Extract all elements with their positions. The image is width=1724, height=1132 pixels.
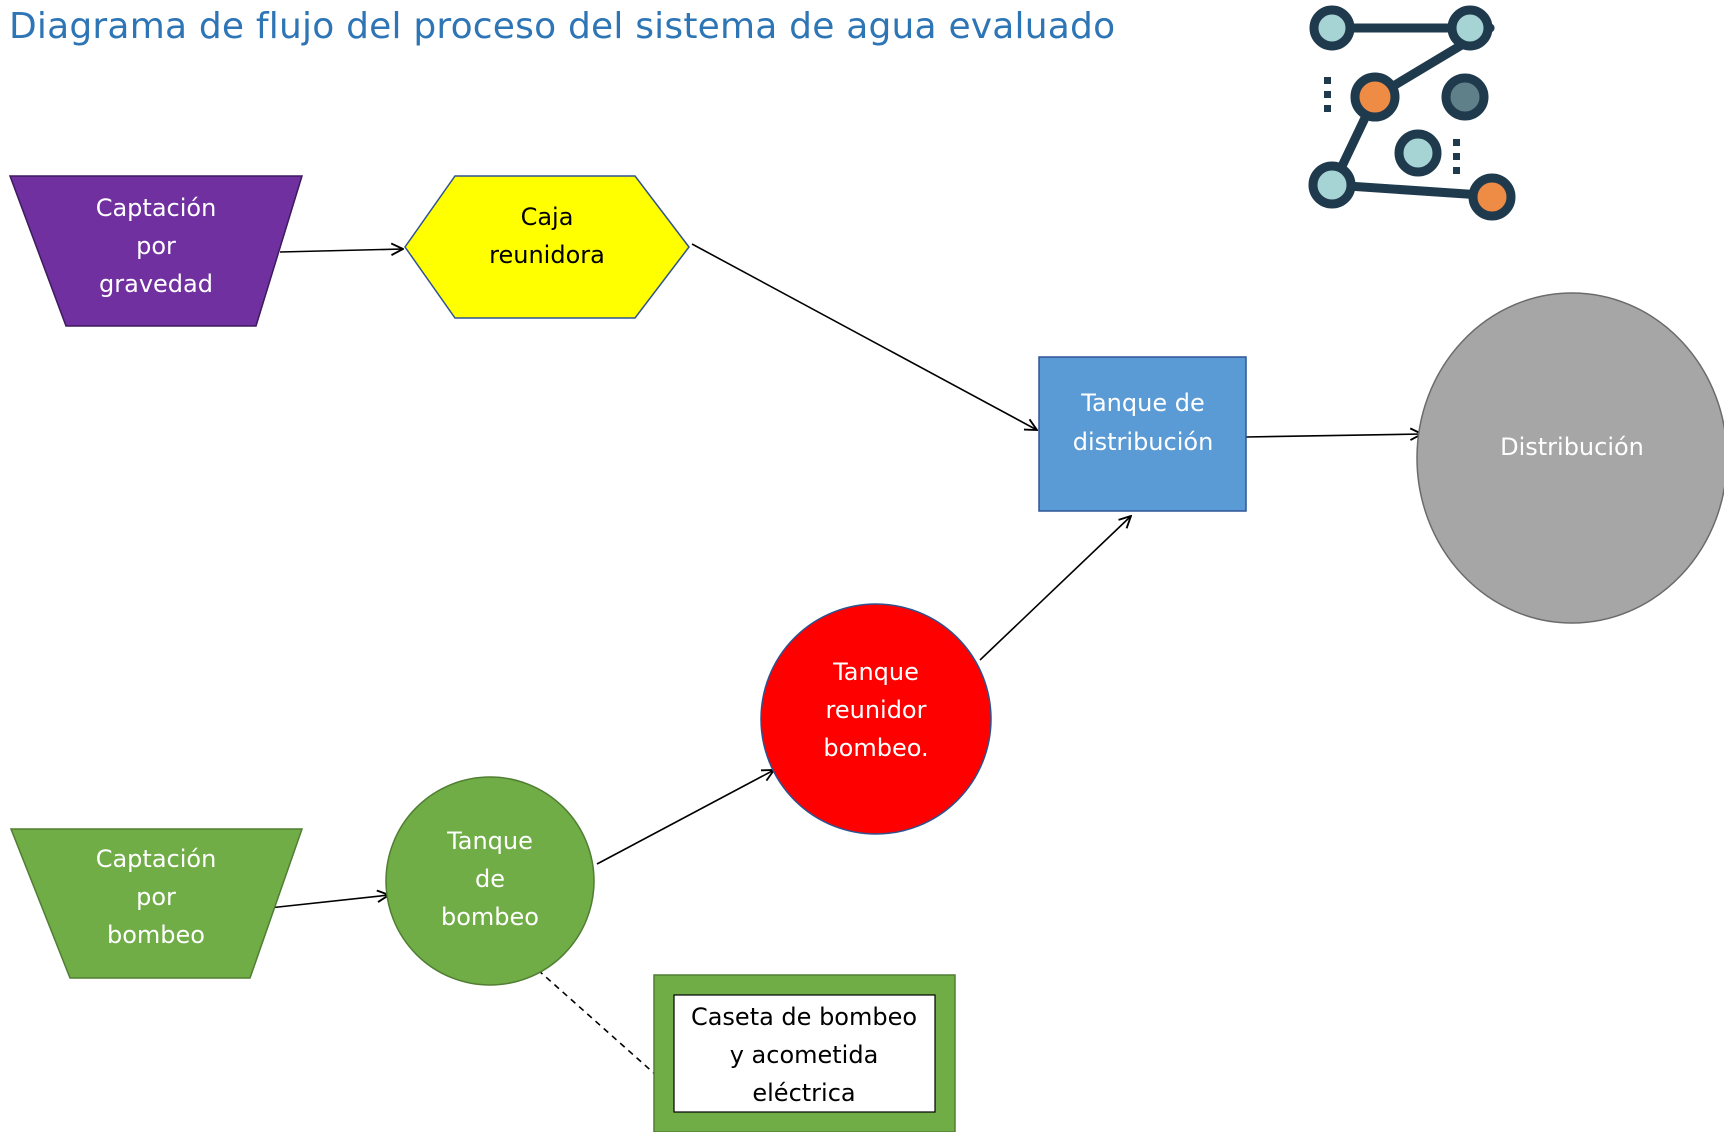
gravity-intake-shape [8, 175, 304, 327]
logo-dot [1453, 153, 1460, 160]
node-pump-tank: Tanque de bombeo [385, 776, 595, 986]
dashed-link-pump-tank-to-pump-house [537, 969, 657, 1076]
pumping-collector-tank-label-line: Tanque [832, 658, 919, 686]
collector-box-label: Caja reunidora [489, 203, 605, 269]
node-network-icon [1308, 5, 1516, 221]
logo-dot [1453, 167, 1460, 174]
pumping-collector-tank-label-line: reunidor [826, 696, 927, 724]
distribution-tank-shape [1038, 356, 1247, 512]
pump-house-label-line: Caseta de bombeo [691, 1003, 917, 1031]
collector-box-shape [404, 175, 690, 319]
gravity-intake-label: Captación por gravedad [96, 194, 217, 298]
logo-node [1394, 129, 1442, 177]
logo-node [1308, 161, 1356, 209]
logo-node [1309, 5, 1355, 51]
pump-tank-shape [385, 776, 595, 986]
gravity-intake-label-line: Captación [96, 194, 217, 222]
pump-tank-label-line: Tanque [446, 827, 533, 855]
pumping-collector-tank-label-line: bombeo. [823, 734, 928, 762]
node-distribution: Distribución [1416, 292, 1724, 624]
pump-house-label: Caseta de bombeo y acometida eléctrica [691, 1003, 917, 1107]
node-collector-box: Caja reunidora [404, 175, 690, 319]
arrow-pump-intake-to-pump-tank [268, 895, 389, 909]
distribution-label: Distribución [1500, 433, 1644, 461]
pumping-collector-tank-shape [760, 603, 992, 835]
arrow-collector-box-to-distribution-tank [691, 243, 1037, 430]
distribution-tank-label-line: Tanque de [1080, 389, 1204, 417]
pump-tank-label: Tanque de bombeo [441, 827, 539, 931]
node-pumping-collector-tank: Tanque reunidor bombeo. [760, 603, 992, 835]
pump-intake-shape [9, 828, 304, 979]
pumping-collector-tank-label: Tanque reunidor bombeo. [823, 658, 928, 762]
node-pump-house: Caseta de bombeo y acometida eléctrica [653, 974, 956, 1132]
pump-house-label-line: y acometida [730, 1041, 879, 1069]
pump-tank-label-line: bombeo [441, 903, 539, 931]
node-distribution-tank: Tanque de distribución [1038, 356, 1247, 512]
pump-intake-label: Captación por bombeo [96, 845, 217, 949]
node-pump-intake: Captación por bombeo [9, 828, 304, 979]
gravity-intake-label-line: por [136, 232, 176, 260]
pump-house-inner [673, 994, 936, 1113]
arrow-distribution-tank-to-distribution [1245, 434, 1422, 437]
distribution-shape [1416, 292, 1724, 624]
node-gravity-intake: Captación por gravedad [8, 175, 304, 327]
arrow-gravity-to-collector-box [279, 249, 403, 252]
logo-node [1468, 173, 1516, 221]
pump-intake-label-line: por [136, 883, 176, 911]
distribution-tank-label-line: distribución [1073, 428, 1214, 456]
gravity-intake-label-line: gravedad [99, 270, 213, 298]
distribution-label-line: Distribución [1500, 433, 1644, 461]
logo-node [1447, 5, 1493, 51]
logo-dot [1324, 77, 1331, 84]
arrow-pump-tank-to-pumping-collector [596, 770, 774, 865]
logo-dot [1324, 105, 1331, 112]
pump-house-label-line: eléctrica [752, 1079, 855, 1107]
pump-intake-label-line: Captación [96, 845, 217, 873]
logo-node [1350, 72, 1400, 122]
collector-box-label-line: reunidora [489, 241, 605, 269]
pump-intake-label-line: bombeo [107, 921, 205, 949]
collector-box-label-line: Caja [521, 203, 574, 231]
arrow-pumping-collector-to-distribution-tank [979, 516, 1131, 661]
pump-tank-label-line: de [475, 865, 505, 893]
page-title: Diagrama de flujo del proceso del sistem… [9, 6, 1116, 47]
logo-node [1441, 73, 1489, 121]
logo-dot [1453, 139, 1460, 146]
distribution-tank-label: Tanque de distribución [1073, 389, 1214, 456]
logo-dot [1324, 91, 1331, 98]
